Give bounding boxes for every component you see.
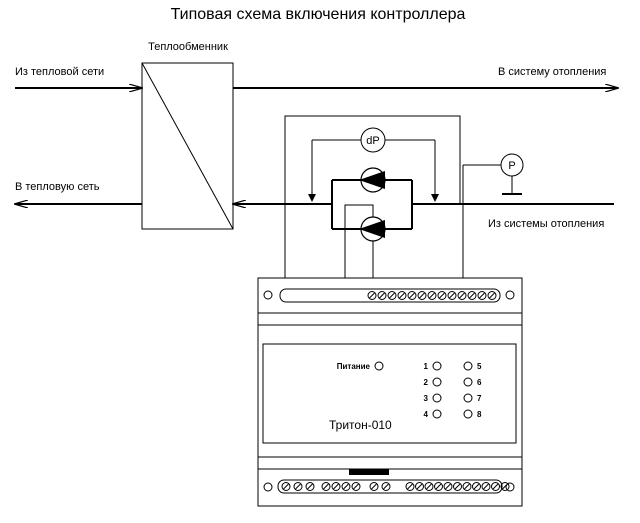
terminal-screw	[377, 291, 387, 300]
pipe-from-heating: Из системы отопления	[233, 204, 614, 230]
led-label: 5	[477, 362, 482, 371]
dp-sensor-label: dP	[366, 135, 379, 147]
channel-led	[432, 393, 442, 403]
bottom-terminal-block	[277, 479, 503, 494]
led-label: 2	[424, 378, 429, 387]
terminal-screw	[487, 291, 497, 300]
terminal-screw	[457, 291, 467, 300]
mount-hole	[505, 482, 515, 492]
led-label: 1	[424, 362, 429, 371]
power-led	[374, 361, 384, 371]
mount-hole	[505, 290, 515, 300]
heat-exchanger: Теплообменник	[141, 41, 234, 230]
pipe-to-network: В тепловую сеть	[15, 181, 142, 204]
terminal-screw	[367, 291, 377, 300]
led-label: 6	[477, 378, 482, 387]
led-label: 3	[424, 394, 429, 403]
led-label: 7	[477, 394, 482, 403]
controller-unit: Питание 1 2 3 4 5 6 7 8 Тритон-010	[257, 277, 523, 507]
din-rail-clip	[349, 469, 389, 475]
terminal-screw	[293, 482, 303, 491]
pressure-sensor-label: P	[508, 160, 515, 172]
terminal-screw	[434, 482, 443, 491]
channel-led	[432, 409, 442, 419]
label-from-network: Из тепловой сети	[15, 66, 104, 78]
terminal-screw	[407, 291, 417, 300]
signal-wires	[284, 115, 464, 278]
terminal-screw	[472, 482, 481, 491]
terminal-screw	[424, 482, 434, 491]
terminal-screw	[331, 482, 341, 491]
terminal-screw	[467, 291, 477, 300]
diagram-title: Типовая схема включения контроллера	[171, 6, 466, 23]
terminal-screw	[491, 482, 500, 491]
dp-sensor: dP	[308, 127, 439, 202]
terminal-screw	[481, 482, 491, 491]
channel-led	[463, 361, 473, 371]
channel-led	[432, 361, 442, 371]
terminal-screw	[321, 482, 331, 491]
channel-led	[432, 377, 442, 387]
terminal-screw	[453, 482, 462, 491]
label-from-heating: Из системы отопления	[488, 218, 604, 230]
terminal-screw	[397, 291, 407, 300]
led-label: 4	[424, 410, 429, 419]
power-label: Питание	[337, 362, 371, 371]
circulation-pump-1	[359, 167, 386, 193]
terminal-screw	[405, 482, 415, 491]
terminal-screw	[351, 482, 361, 491]
terminal-screw	[427, 291, 437, 300]
terminal-screw	[437, 291, 447, 300]
channel-led	[463, 393, 473, 403]
terminal-screw	[369, 482, 379, 491]
terminal-screw	[341, 482, 351, 491]
mount-hole	[263, 482, 273, 492]
terminal-screw	[281, 482, 291, 491]
terminal-screw	[443, 482, 453, 491]
terminal-screw	[387, 291, 397, 300]
terminal-screw	[305, 482, 315, 491]
terminal-screw	[417, 291, 427, 300]
terminal-screw	[500, 482, 510, 491]
controller-model: Тритон-010	[329, 418, 392, 432]
circulation-pump-2	[359, 216, 386, 242]
heat-exchanger-label: Теплообменник	[148, 41, 228, 53]
terminal-screw	[477, 291, 487, 300]
terminal-screw	[447, 291, 457, 300]
led-label: 8	[477, 410, 482, 419]
label-to-heating: В систему отопления	[498, 66, 606, 78]
label-to-network: В тепловую сеть	[15, 181, 100, 193]
terminal-screw	[415, 482, 424, 491]
mount-hole	[263, 290, 273, 300]
channel-led	[463, 377, 473, 387]
top-terminal-block	[279, 288, 501, 303]
terminal-screw	[381, 482, 391, 491]
channel-led	[463, 409, 473, 419]
pipe-from-network: Из тепловой сети	[15, 66, 142, 88]
pressure-sensor: P	[463, 153, 524, 195]
terminal-screw	[462, 482, 472, 491]
pipe-to-heating: В систему отопления	[233, 66, 618, 88]
